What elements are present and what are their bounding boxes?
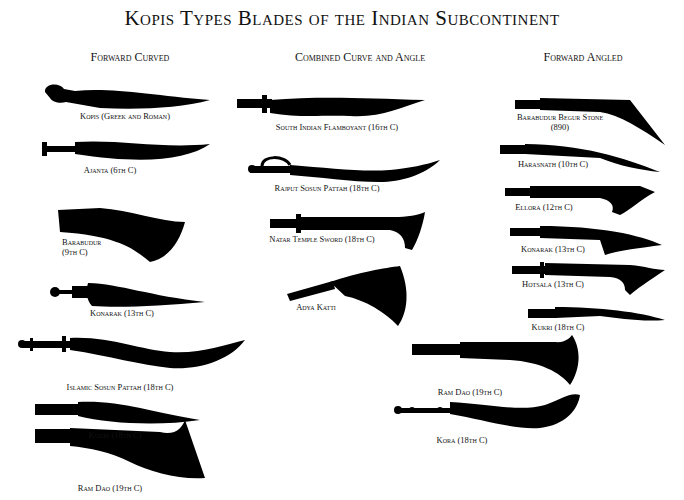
column-heading: Forward Curved [91, 51, 170, 65]
blade-label: Natar Temple Sword (18th C) [267, 235, 377, 245]
column-heading: Forward Angled [543, 51, 622, 65]
blade-label: Hotsala (13th C) [522, 280, 584, 290]
blade-label: Ram Dao (19th C) [78, 484, 142, 494]
blade-label: Rajput Sosun Pattah (18th C) [275, 184, 380, 194]
blade-label: Barabudur (9th C) [62, 238, 118, 258]
blade-label: Barabudur Begur Stone (890) [515, 113, 605, 133]
blade-label: Ajanta (6th C) [84, 166, 137, 176]
blade-label: Kopis (Greek and Roman) [80, 112, 170, 122]
column-heading: Combined Curve and Angle [295, 51, 425, 65]
blade-label: Kukri (18th C) [89, 431, 142, 441]
blade-label: Ellora (12th C) [515, 203, 572, 213]
blade-label: South Indian Flamboyant (16th C) [276, 123, 398, 133]
blade-label: Konarak (13th C) [521, 245, 585, 255]
blade-label: Harasnath (10th C) [518, 160, 588, 170]
blade-label: Kora (18th C) [437, 436, 488, 446]
blade-label: Ram Dao (19th C) [438, 388, 502, 398]
blade-label: Adya Katti [296, 303, 336, 313]
blade-label: Konarak (13th C) [90, 309, 154, 319]
blade-label: Islamic Sosun Pattah (18th C) [67, 383, 174, 393]
chart-title: Kopis Types Blades of the Indian Subcont… [124, 6, 559, 30]
blade-label: Kukri (18th C) [532, 323, 585, 333]
